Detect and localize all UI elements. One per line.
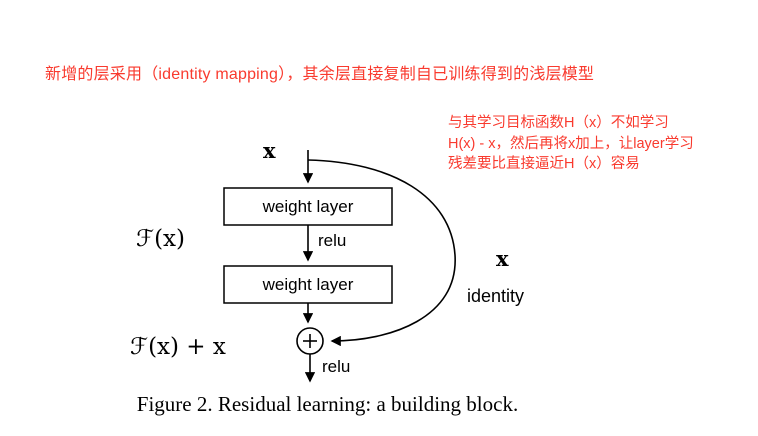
residual-function-label: ℱ(x) xyxy=(136,226,185,252)
identity-x-label: x xyxy=(496,246,509,271)
plus-icon xyxy=(303,334,317,348)
annotation-top: 新增的层采用（identity mapping），其余层直接复制自已训练得到的浅… xyxy=(45,66,595,83)
weight-layer-1-label: weight layer xyxy=(262,196,354,216)
relu-label-1: relu xyxy=(318,231,347,250)
identity-label: identity xyxy=(467,286,525,306)
annotation-side: 与其学习目标函数H（x）不如学习 H(x) - x，然后再将x加上，让layer… xyxy=(448,113,694,175)
input-x-label: x xyxy=(263,138,276,163)
annotation-side-line2: H(x) - x，然后再将x加上，让layer学习 xyxy=(448,135,694,152)
sum-circle xyxy=(296,327,324,355)
annotation-side-line1: 与其学习目标函数H（x）不如学习 xyxy=(448,115,669,131)
annotation-side-line3: 残差要比直接逼近H（x）容易 xyxy=(448,156,640,172)
relu-label-2: relu xyxy=(322,357,351,376)
weight-layer-2-label: weight layer xyxy=(262,274,354,294)
figure-caption: Figure 2. Residual learning: a building … xyxy=(136,392,519,416)
output-sum-label: ℱ(x) + x xyxy=(130,334,226,360)
